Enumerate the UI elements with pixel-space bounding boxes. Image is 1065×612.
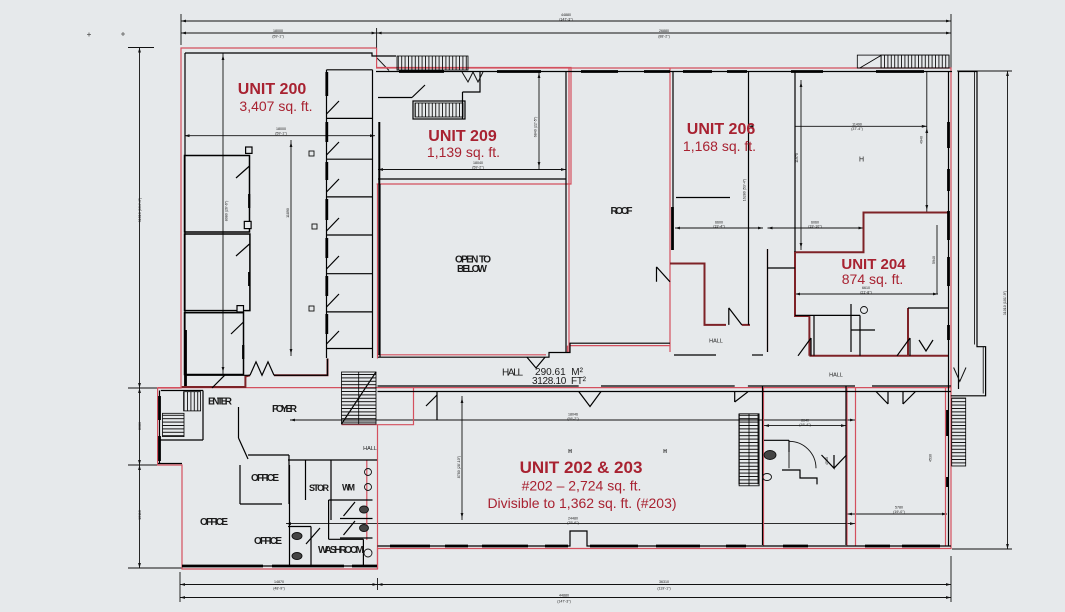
- svg-text:ROOF: ROOF: [611, 206, 633, 217]
- svg-text:H: H: [859, 157, 864, 164]
- svg-text:HALL: HALL: [363, 446, 377, 452]
- svg-text:290.61 M²: 290.61 M²: [535, 367, 584, 378]
- svg-text:14870: 14870: [274, 580, 284, 584]
- svg-text:18046: 18046: [568, 413, 578, 417]
- svg-text:24480: 24480: [568, 517, 578, 521]
- svg-text:HALL: HALL: [709, 339, 723, 345]
- svg-text:10110: 10110: [138, 510, 142, 520]
- svg-text:8080: 8080: [138, 422, 142, 430]
- svg-text:8780 (28'-10"): 8780 (28'-10"): [457, 456, 461, 479]
- svg-text:11890: 11890: [286, 208, 290, 218]
- svg-text:18000: 18000: [276, 127, 286, 131]
- svg-text:H: H: [663, 449, 667, 455]
- svg-text:5780: 5780: [895, 506, 903, 510]
- svg-text:(59'-2"): (59'-2"): [567, 417, 579, 421]
- svg-text:(147'-3"): (147'-3"): [559, 18, 573, 22]
- svg-text:11970: 11970: [795, 153, 799, 163]
- svg-text:1,168 sq. ft.: 1,168 sq. ft.: [683, 138, 756, 154]
- svg-text:H: H: [568, 449, 572, 455]
- svg-text:4940: 4940: [920, 136, 924, 144]
- svg-text:OFFICE: OFFICE: [254, 536, 282, 547]
- svg-text:OFFICE: OFFICE: [251, 473, 279, 484]
- svg-text:(19'-4"): (19'-4"): [713, 225, 725, 229]
- svg-text:UNIT 202 & 203: UNIT 202 & 203: [520, 458, 643, 477]
- svg-text:BELOW: BELOW: [457, 264, 488, 275]
- svg-text:8640: 8640: [801, 419, 809, 423]
- svg-text:6060: 6060: [811, 221, 819, 225]
- svg-text:(19'-4"): (19'-4"): [799, 423, 811, 427]
- svg-text:31010 (101'-9"): 31010 (101'-9"): [1003, 291, 1007, 316]
- svg-text:HALL: HALL: [829, 373, 843, 379]
- svg-text:16280 (53'-4"): 16280 (53'-4"): [743, 179, 747, 202]
- svg-text:6600: 6600: [715, 221, 723, 225]
- svg-text:(88'-2"): (88'-2"): [658, 35, 670, 39]
- svg-text:(37'-4"): (37'-4"): [851, 127, 863, 131]
- svg-text:3,407 sq. ft.: 3,407 sq. ft.: [239, 98, 312, 114]
- svg-text:UNIT 200: UNIT 200: [238, 81, 307, 98]
- svg-text:UNIT 209: UNIT 209: [428, 128, 497, 145]
- svg-text:(79'-6"): (79'-6"): [567, 521, 579, 525]
- svg-text:11490: 11490: [852, 123, 862, 127]
- svg-text:WASHROOM: WASHROOM: [318, 545, 364, 556]
- svg-text:44880: 44880: [559, 594, 569, 598]
- svg-text:(59'-1"): (59'-1"): [275, 132, 287, 136]
- svg-text:#202 – 2,724 sq. ft.: #202 – 2,724 sq. ft.: [522, 478, 642, 494]
- svg-text:26880: 26880: [659, 29, 669, 33]
- svg-text:18000: 18000: [273, 29, 283, 33]
- svg-text:(59'-2"): (59'-2"): [472, 166, 484, 170]
- svg-text:(147'-3"): (147'-3"): [557, 600, 571, 604]
- svg-text:FOYER: FOYER: [272, 404, 298, 415]
- svg-text:4580: 4580: [825, 457, 829, 465]
- svg-text:HALL: HALL: [502, 368, 523, 379]
- svg-text:OPEN TO: OPEN TO: [455, 255, 491, 266]
- svg-text:(59'-1"): (59'-1"): [272, 35, 284, 39]
- svg-text:3128.10 FT²: 3128.10 FT²: [532, 376, 587, 387]
- svg-text:36310: 36310: [659, 580, 669, 584]
- svg-text:18040: 18040: [473, 161, 483, 165]
- svg-text:6840 (22'-5"): 6840 (22'-5"): [534, 117, 538, 138]
- svg-text:5940: 5940: [932, 256, 936, 264]
- svg-text:STOR: STOR: [309, 483, 330, 493]
- svg-text:(19'-10"): (19'-10"): [808, 225, 822, 229]
- svg-text:8080 (26'-6"): 8080 (26'-6"): [225, 201, 229, 222]
- svg-text:WM: WM: [342, 483, 355, 493]
- svg-text:44880: 44880: [561, 13, 571, 17]
- svg-text:4530: 4530: [929, 454, 933, 462]
- svg-text:(19'-0"): (19'-0"): [893, 510, 905, 514]
- svg-text:ENTER: ENTER: [208, 397, 233, 408]
- svg-text:31810 (104'-4"): 31810 (104'-4"): [138, 198, 142, 223]
- svg-text:OFFICE: OFFICE: [200, 517, 228, 528]
- svg-text:(21'-8"): (21'-8"): [860, 291, 872, 295]
- svg-text:(48'-9"): (48'-9"): [273, 587, 285, 591]
- svg-text:(119'-1"): (119'-1"): [657, 587, 670, 591]
- svg-text:Divisible to 1,362 sq. ft. (#2: Divisible to 1,362 sq. ft. (#203): [487, 495, 676, 511]
- svg-text:6610: 6610: [862, 286, 870, 290]
- svg-text:1,139 sq. ft.: 1,139 sq. ft.: [427, 144, 500, 160]
- svg-text:UNIT 206: UNIT 206: [687, 121, 756, 138]
- svg-text:874 sq. ft.: 874 sq. ft.: [842, 271, 903, 287]
- svg-text:UNIT 204: UNIT 204: [841, 256, 906, 273]
